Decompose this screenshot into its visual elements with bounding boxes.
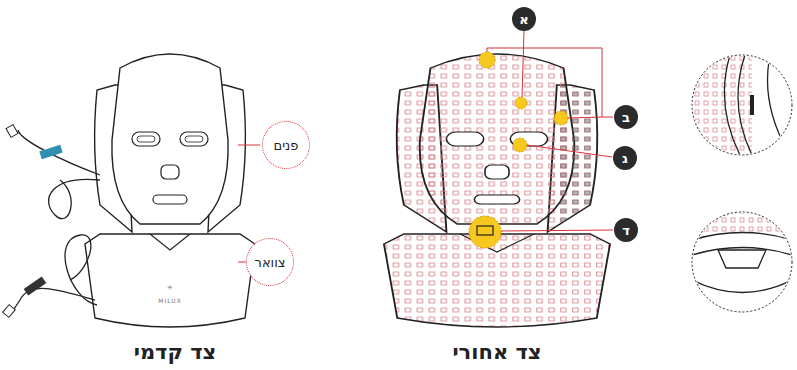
callout-circle: ב [614,105,638,129]
callout-circle: ד [614,218,638,242]
part-name: פנים [274,138,299,153]
brand-mark: MILUX [158,297,182,304]
callout-letter: ג [622,151,628,166]
part-label-circle: פנים [262,121,310,169]
callout-letter: ד [622,223,630,238]
part-label-circle: צוואר [246,238,294,286]
callout-circle: ג [613,146,637,170]
part-name: צוואר [255,255,286,270]
view-title: צד קדמי [134,340,217,364]
callout-circle: א [512,7,536,31]
svg-text:✳: ✳ [167,284,173,292]
callout-letter: א [519,12,528,27]
view-title: צד אחורי [452,340,541,364]
callout-letter: ב [622,110,630,125]
